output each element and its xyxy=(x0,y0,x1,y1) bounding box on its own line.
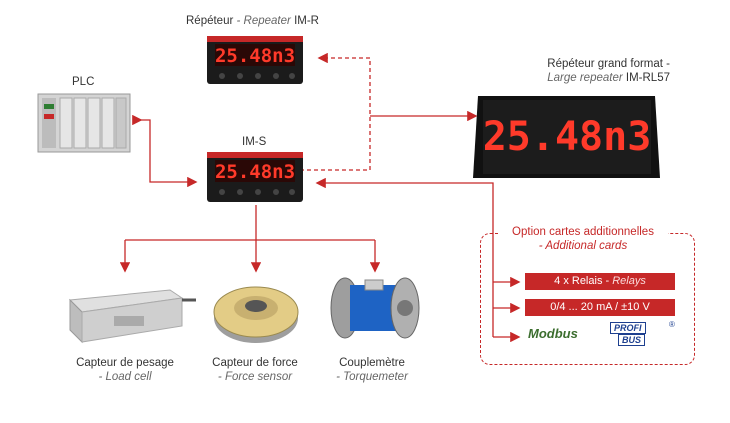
registered-mark: ® xyxy=(669,320,675,329)
ims-label: IM-S xyxy=(242,136,267,148)
options-link xyxy=(315,177,494,337)
profibus-logo: PROFI BUS xyxy=(610,322,660,346)
load-cell-label: Capteur de pesage - Load cell xyxy=(76,357,174,383)
repeater-label: Répéteur - Repeater IM-R xyxy=(186,15,319,27)
large-repeater-display: 25.48n3 xyxy=(483,114,652,160)
large-repeater-label: Répéteur grand format - Large repeater I… xyxy=(547,58,670,84)
analog-card: 0/4 ... 20 mA / ±10 V xyxy=(525,299,675,316)
repeater-device: 25.48n3 xyxy=(207,36,303,84)
plc-link xyxy=(132,114,198,188)
plc-device xyxy=(37,93,131,153)
load-cell-image xyxy=(68,289,196,344)
options-title: Option cartes additionnelles - Additiona… xyxy=(498,225,668,253)
ims-display: 25.48n3 xyxy=(215,161,295,183)
force-sensor-image xyxy=(213,286,299,343)
relays-card: 4 x Relais - Relays xyxy=(525,273,675,290)
force-sensor-label: Capteur de force - Force sensor xyxy=(212,357,298,383)
repeater-link xyxy=(300,52,371,171)
modbus-logo: Modbus xyxy=(528,326,578,341)
ims-device: 25.48n3 xyxy=(207,152,303,202)
large-repeater-device: 25.48n3 xyxy=(473,96,660,178)
plc-label: PLC xyxy=(72,76,95,88)
torquemeter-image xyxy=(330,277,420,339)
torquemeter-label: Couplemètre - Torquemeter xyxy=(336,357,408,383)
repeater-display: 25.48n3 xyxy=(215,45,295,67)
